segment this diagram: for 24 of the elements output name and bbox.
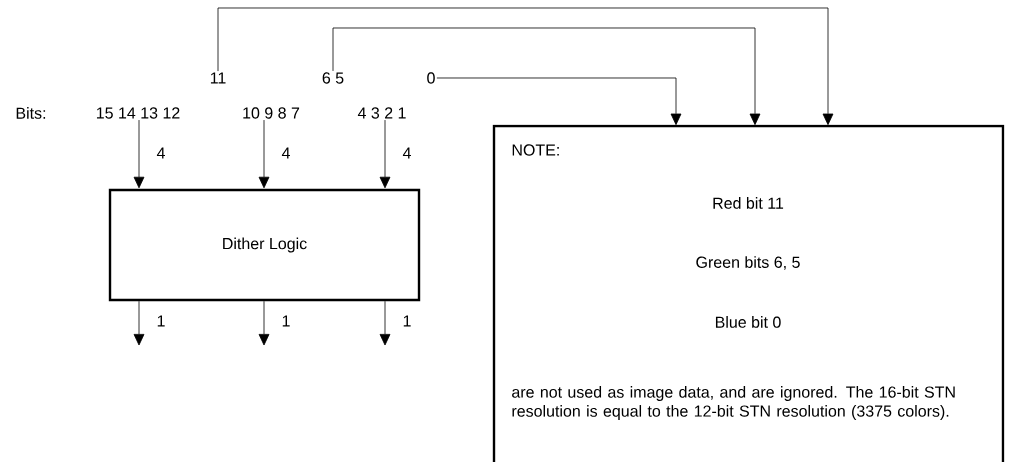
- bit-label: 0: [427, 72, 435, 84]
- bit-label: 11: [210, 72, 226, 84]
- edge-label: 1: [155, 314, 167, 328]
- edge-label: 4: [280, 146, 292, 160]
- edge-label: 1: [401, 314, 413, 328]
- edge-label: 4: [155, 146, 167, 160]
- note-box: NOTE: Red bit 11 Green bits 6, 5 Blue bit 0 are not used as image data, and are ignored. The 16-bit STN resolution is equal to the 12-bit STN resolution (3375 colors).: [492, 124, 1005, 462]
- arrow: [133, 300, 145, 346]
- bit-label: 15 14 13 12: [96, 107, 180, 119]
- bit-label: 10 9 8 7: [243, 107, 300, 119]
- arrow: [217, 7, 834, 126]
- arrow: [258, 119, 270, 189]
- edge-label: 4: [401, 146, 413, 160]
- bits-label: Bits:: [16, 107, 46, 119]
- bit-label: 6 5: [322, 72, 344, 84]
- bit-label: 4 3 2 1: [357, 107, 406, 119]
- arrow: [379, 300, 391, 346]
- arrow: [332, 27, 761, 126]
- arrow: [258, 300, 270, 346]
- edge-label: 1: [280, 314, 292, 328]
- arrow: [133, 119, 145, 189]
- arrow: [436, 77, 682, 126]
- arrow: [379, 119, 391, 189]
- logic-box: Dither Logic: [108, 188, 421, 302]
